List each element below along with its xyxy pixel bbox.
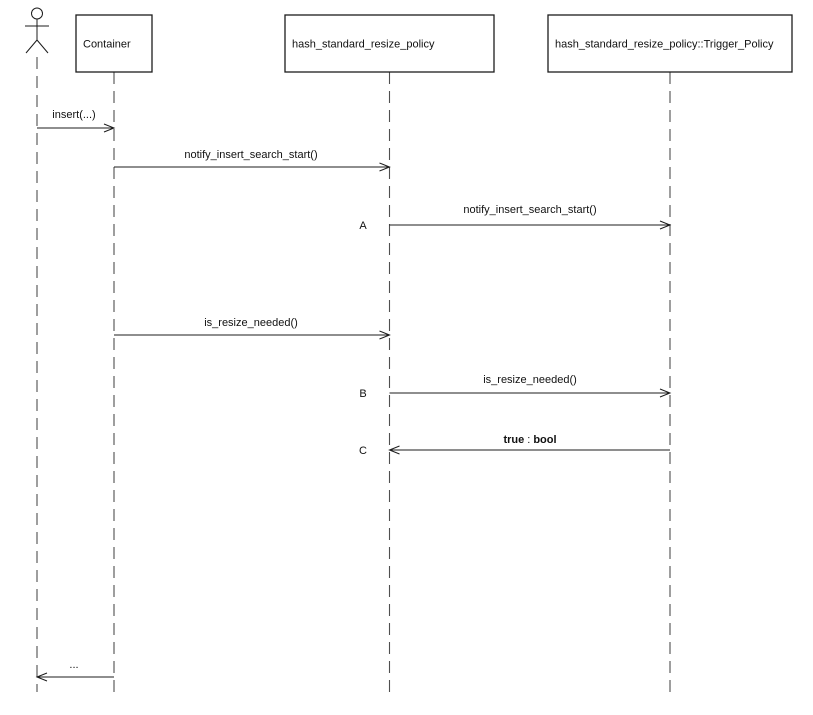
participant-label: Container [83, 39, 131, 51]
arrowhead-right-icon [103, 123, 116, 133]
participant-trigger-policy: hash_standard_resize_policy::Trigger_Pol… [547, 14, 793, 73]
participant-hash-standard-resize-policy: hash_standard_resize_policy [284, 14, 495, 73]
message-notify-insert-search-start: notify_insert_search_start() [114, 149, 391, 172]
message-tag: B [359, 388, 366, 400]
message-label: notify_insert_search_start() [463, 204, 596, 216]
message-return-ellipsis: ... [35, 659, 114, 682]
return-value: true [503, 434, 524, 446]
message-label: is_resize_needed() [204, 317, 298, 329]
message-insert: insert(...) [37, 109, 116, 133]
arrowhead-right-icon [659, 220, 672, 230]
message-is-resize-needed: is_resize_needed() [114, 317, 391, 340]
arrowhead-right-icon [379, 330, 391, 340]
participant-box [75, 14, 153, 73]
message-label: is_resize_needed() [483, 374, 577, 386]
participant-label: hash_standard_resize_policy [292, 39, 435, 51]
arrowhead-left-icon [388, 445, 400, 455]
actor-head [31, 7, 43, 20]
arrowhead-left-icon [35, 672, 48, 682]
message-label: true:bool [503, 434, 556, 446]
actor-left-leg [25, 39, 38, 54]
arrowhead-right-icon [659, 388, 672, 398]
participant-container: Container [75, 14, 153, 73]
actor-icon [25, 7, 49, 54]
participant-label: hash_standard_resize_policy::Trigger_Pol… [555, 39, 774, 51]
message-label: notify_insert_search_start() [184, 149, 317, 161]
message-label: insert(...) [52, 109, 95, 121]
message-tag: A [359, 220, 367, 232]
message-tag: C [359, 445, 367, 457]
participant-box [547, 14, 793, 73]
participant-box [284, 14, 495, 73]
actor-right-leg [36, 39, 49, 54]
message-b-is-resize-needed: B is_resize_needed() [359, 374, 672, 400]
arrowhead-right-icon [379, 162, 391, 172]
return-separator: : [527, 434, 530, 446]
message-label: ... [69, 659, 78, 671]
message-c-return-true-bool: C true:bool [359, 434, 670, 457]
return-type: bool [533, 434, 556, 446]
message-a-notify-insert-search-start: A notify_insert_search_start() [359, 204, 672, 232]
